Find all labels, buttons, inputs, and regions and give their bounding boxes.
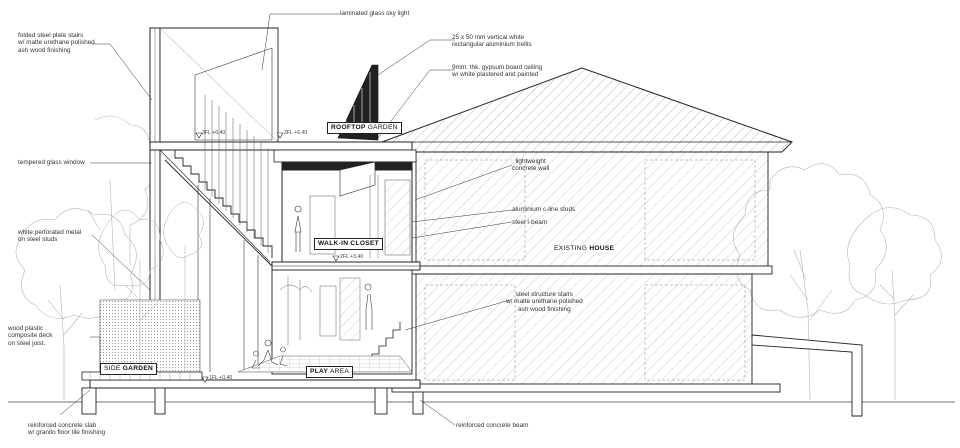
- leader-lines: [59, 13, 513, 426]
- note-skylight: laminated glass sky light: [340, 10, 410, 17]
- label-walk-in-closet: WALK-IN CLOSET: [314, 238, 383, 250]
- house-base-slab: [391, 383, 781, 393]
- house-roof: [381, 67, 793, 153]
- note-trellis: 25 x 50 mm vertical white rectangular al…: [452, 34, 532, 49]
- rooftop-slab: [149, 141, 413, 151]
- note-stairs-lower: steel structure stairs w/ matte urethane…: [506, 291, 583, 313]
- note-beam: reinforced concrete beam: [456, 422, 529, 429]
- note-stairs-top: folded steel plate stairs w/ matte ureth…: [18, 32, 95, 54]
- note-perforated: white perforated metal on steel studs: [18, 229, 82, 244]
- note-glass-window: tempered glass window: [18, 159, 85, 166]
- label-side-garden: SIDE GARDEN: [100, 363, 158, 375]
- level-3fl-right: 3FL +6.40: [284, 130, 308, 136]
- note-slab: reinforced concrete slab w/ granito floo…: [28, 422, 106, 437]
- label-existing-house: EXISTING HOUSE: [552, 245, 617, 252]
- boundary-wall: [751, 334, 863, 417]
- label-rooftop-garden: ROOFTOP GARDEN: [327, 122, 402, 134]
- people-play: [251, 339, 288, 369]
- note-deck: wood plastic composite deck on steel joi…: [8, 325, 53, 347]
- note-concrete-wall: lightweight concrete wall: [512, 158, 550, 173]
- level-markers: [195, 132, 340, 383]
- house-lower-wall: [415, 273, 753, 387]
- existing-house: [381, 67, 863, 417]
- level-2fl: 2FL +3.40: [340, 254, 364, 260]
- perforated-wall: [99, 299, 201, 373]
- note-cline-studs: aluminium c-line studs: [512, 206, 576, 213]
- upper-stairs: [165, 149, 273, 258]
- person-closet: [294, 205, 302, 252]
- label-play-area: PLAY AREA: [306, 366, 354, 378]
- concrete-beam: [412, 391, 424, 415]
- note-ibeam: steel I-beam: [512, 219, 548, 226]
- trellis: [337, 64, 379, 141]
- note-ceiling: 9mm. thk. gypsum board ceiling w/ white …: [452, 64, 543, 79]
- extension: [81, 27, 421, 415]
- house-mid-slab: [391, 265, 773, 275]
- level-3fl-left: 3FL +6.40: [202, 130, 226, 136]
- left-trees: [15, 115, 157, 400]
- ground-slab: [89, 379, 421, 389]
- level-1fl: 1FL +0.40: [209, 375, 233, 381]
